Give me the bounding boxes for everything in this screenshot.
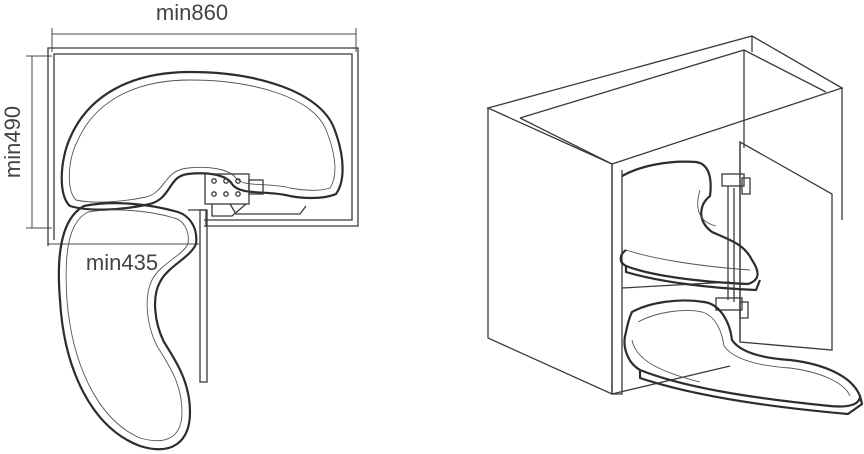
- lower-shelf-tray: [623, 299, 864, 416]
- door-dimension-label: min435: [86, 250, 158, 275]
- depth-dimension-label: min490: [0, 106, 25, 178]
- cabinet-outline: [47, 47, 359, 246]
- depth-dimension: min490: [0, 55, 52, 229]
- perspective-view-drawing: [486, 35, 864, 416]
- cabinet-box: [486, 35, 844, 396]
- cabinet-door-open: [739, 140, 833, 351]
- upper-shelf-tray: [619, 160, 762, 292]
- corner-shelf-inside: [60, 70, 344, 211]
- shelf-support-posts: [727, 186, 735, 302]
- width-dimension-label: min860: [156, 0, 228, 25]
- door-dimension: min435: [48, 232, 201, 275]
- door-panel: [199, 209, 208, 383]
- mechanism-hardware: [188, 173, 307, 226]
- corner-shelf-pulled-out: [57, 202, 198, 451]
- width-dimension: min860: [51, 0, 357, 52]
- top-view-drawing: min860 min490 min435: [0, 0, 359, 451]
- door-hinges: [715, 173, 751, 319]
